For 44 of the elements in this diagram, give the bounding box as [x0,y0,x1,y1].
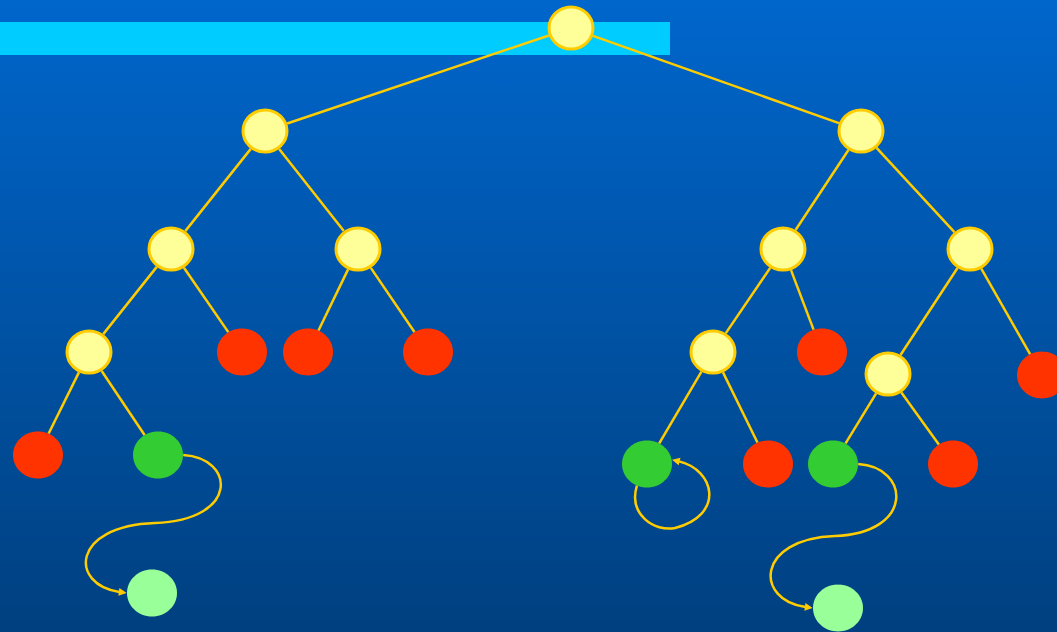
circle-node [946,226,994,272]
connector [184,148,252,232]
circle-node [403,328,453,376]
circle-node [743,440,793,488]
connector [794,149,850,231]
connector [278,148,345,232]
circle-node [13,431,63,479]
connector [658,370,703,444]
connector [100,370,146,436]
circle-node [65,329,113,375]
connector [900,391,940,446]
connector [721,371,759,444]
circle-node [797,328,847,376]
connector [724,267,772,334]
arrow [84,453,222,596]
connector [286,34,550,125]
connector [47,371,81,435]
circle-node [864,351,912,397]
circle-node [334,226,382,272]
circle-node [217,328,267,376]
circle-node [759,226,807,272]
circle-node [147,226,195,272]
circle-node [241,108,289,154]
circle-node [133,431,183,479]
connector [980,268,1032,355]
circle-node [547,5,595,51]
connector [899,267,959,356]
connector [317,268,350,331]
connector [369,267,416,333]
connector [592,34,840,125]
circle-node [283,328,333,376]
connector [875,147,956,233]
circle-node [127,569,177,617]
circle-node [813,584,863,632]
circle-node [689,329,737,375]
connector [789,269,815,331]
circle-node [622,440,672,488]
connector [844,392,878,445]
connector [182,267,230,333]
arrow [769,462,898,611]
circle-node [808,440,858,488]
circle-node [928,440,978,488]
circle-node [837,108,885,154]
connector [102,266,158,335]
